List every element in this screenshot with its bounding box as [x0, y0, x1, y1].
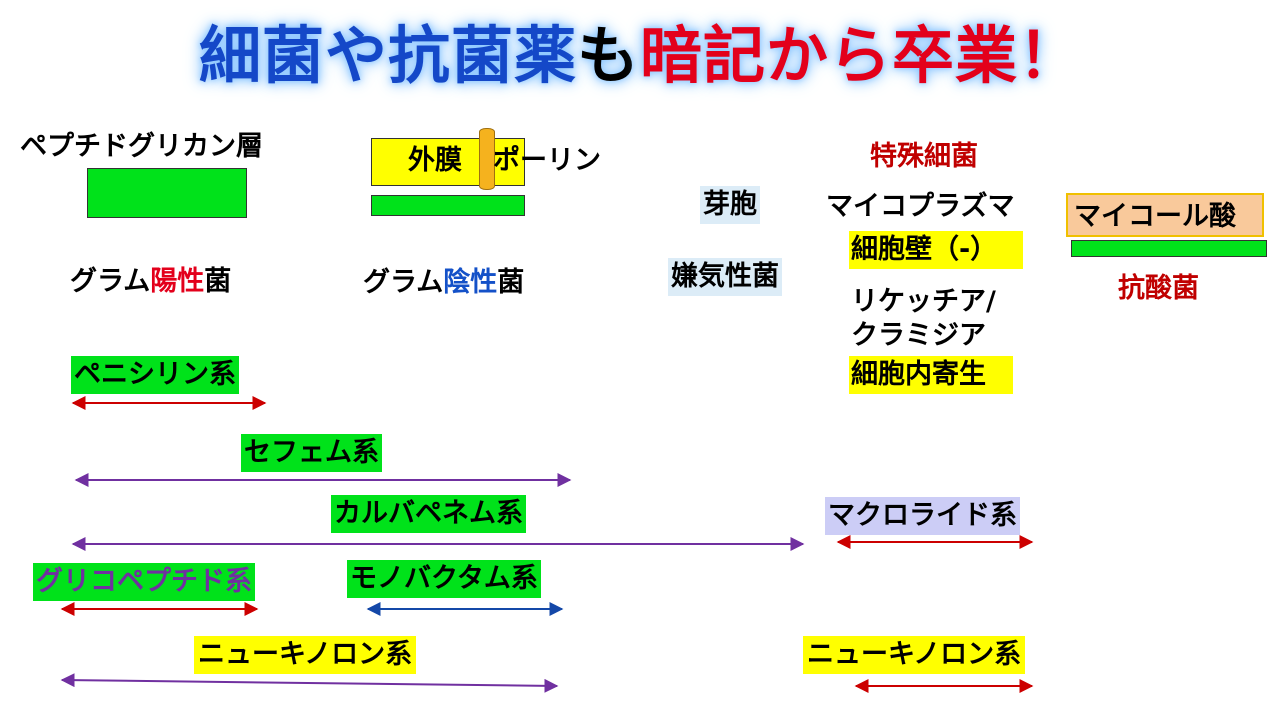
peptidoglycan-label: ペプチドグリカン層 [20, 131, 263, 162]
title-part3: 暗記から卒業！ [640, 19, 1082, 92]
title-part2: も [576, 19, 640, 92]
outer-membrane-label: 外膜 [408, 145, 462, 176]
page-title: 細菌や抗菌薬も暗記から卒業！ [0, 6, 1280, 106]
monobactam-label: モノバクタム系 [347, 560, 541, 598]
glycopeptide-label: グリコペプチド系 [33, 563, 255, 601]
inner-wall-block [371, 195, 525, 216]
rickettsia-label: リケッチア/ [851, 286, 996, 317]
mycoplasma-label: マイコプラズマ [826, 191, 1015, 222]
macrolide-label: マクロライド系 [825, 497, 1020, 535]
quinolone-left-label: ニューキノロン系 [194, 636, 417, 674]
anaerobic-label: 嫌気性菌 [668, 258, 782, 296]
porin-channel [479, 128, 495, 190]
quinolone-right-label: ニューキノロン系 [803, 636, 1026, 674]
mycolic-acid-label: マイコール酸 [1066, 193, 1264, 237]
cell-wall-minus-label: 細胞壁（-） [849, 231, 1023, 269]
spore-label: 芽胞 [700, 186, 760, 224]
acid-fast-label: 抗酸菌 [1118, 273, 1199, 304]
intracellular-label: 細胞内寄生 [849, 356, 1013, 394]
peptidoglycan-block [87, 168, 247, 218]
chlamydia-label: クラミジア [851, 320, 986, 351]
penicillin-label: ペニシリン系 [71, 356, 239, 394]
cephem-label: セフェム系 [241, 434, 382, 472]
outer-membrane-block [371, 138, 525, 186]
gram-negative-label: グラム陰性菌 [363, 267, 525, 298]
title-part1: 細菌や抗菌薬 [198, 19, 577, 92]
special-bacteria-heading: 特殊細菌 [870, 141, 978, 172]
carbapenem-label: カルバペネム系 [331, 495, 526, 533]
mycolic-wall-block [1071, 240, 1267, 257]
gram-positive-label: グラム陽性菌 [70, 266, 232, 297]
quinolone-left-arrow [60, 673, 559, 693]
porin-label: ポーリン [493, 145, 601, 176]
